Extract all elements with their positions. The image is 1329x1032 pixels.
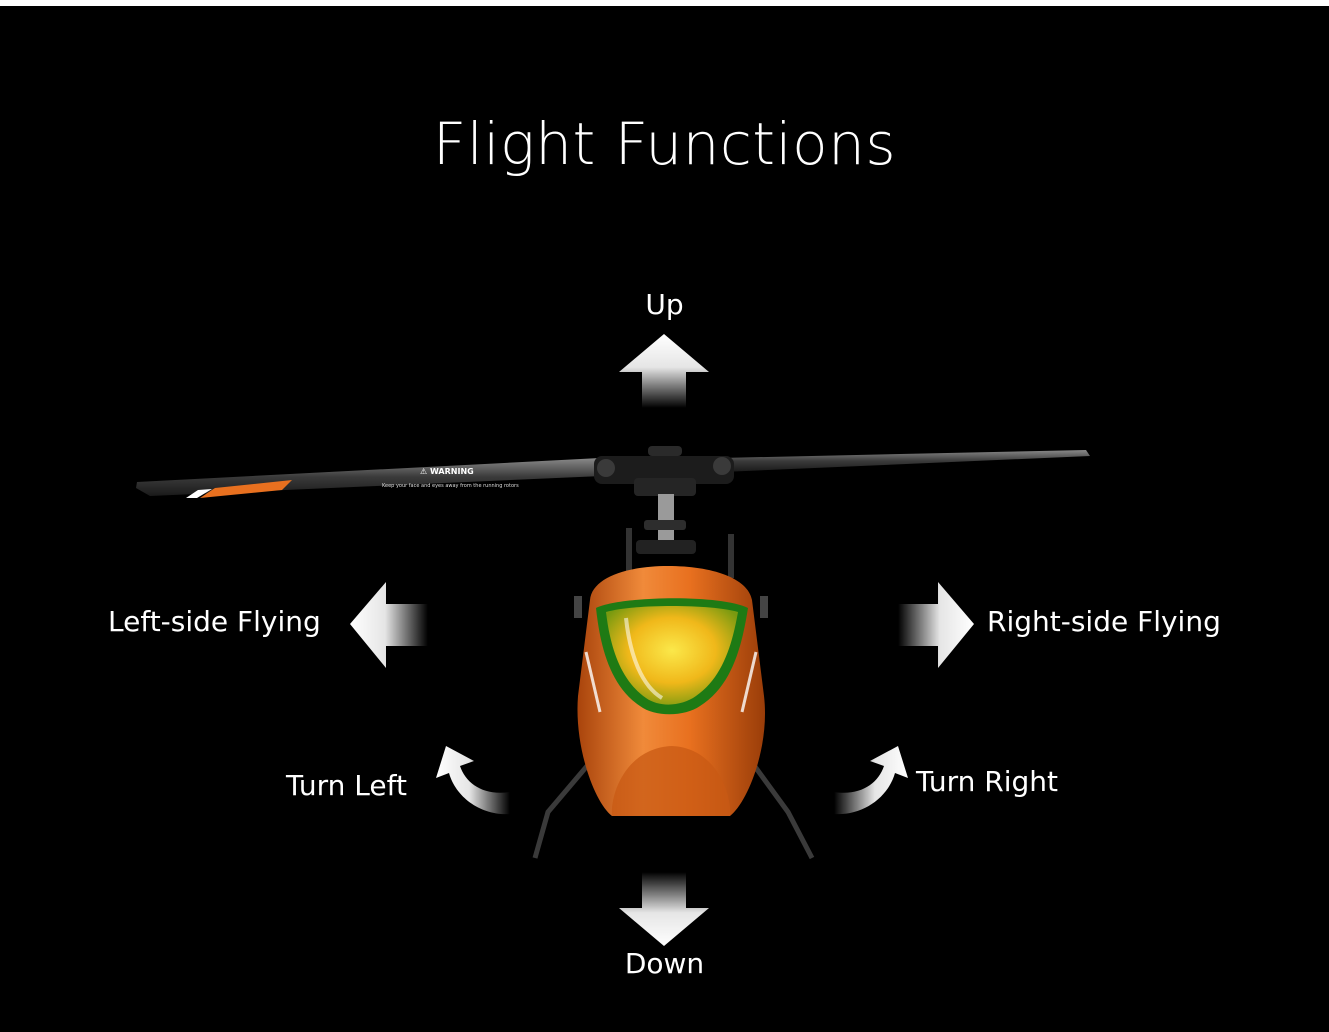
label-down: Down — [624, 947, 705, 980]
blade-warning-text: ⚠ WARNING — [420, 467, 474, 476]
page-title: Flight Functions — [432, 110, 897, 178]
label-turn-left: Turn Left — [286, 769, 407, 802]
label-right-side-flying: Right-side Flying — [987, 605, 1221, 638]
blade-note-text: Keep your face and eyes away from the ru… — [382, 483, 519, 489]
main-rotor: ⚠ WARNING Keep your face and eyes away f… — [136, 450, 1090, 498]
flight-functions-panel: Flight Functions — [0, 6, 1329, 1032]
helicopter-illustration: ⚠ WARNING Keep your face and eyes away f… — [136, 334, 1090, 946]
label-left-side-flying: Left-side Flying — [108, 605, 321, 638]
helicopter-body — [574, 566, 768, 816]
down-arrow-icon — [619, 872, 709, 946]
up-arrow-icon — [619, 334, 709, 408]
rotor-head — [594, 446, 734, 578]
right-arrow-icon — [898, 582, 974, 668]
label-up: Up — [645, 288, 684, 321]
label-turn-right: Turn Right — [916, 765, 1058, 798]
turn-left-arrow-icon — [436, 746, 510, 815]
turn-right-arrow-icon — [834, 746, 908, 815]
left-arrow-icon — [350, 582, 428, 668]
